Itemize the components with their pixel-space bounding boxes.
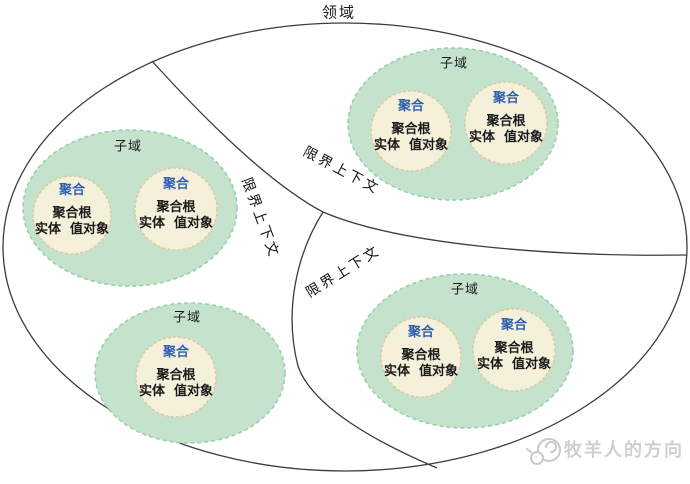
aggregate-members: 实体 值对象 (476, 357, 552, 372)
subdomain-label: 子域 (439, 56, 469, 72)
aggregate-circle (370, 90, 452, 172)
aggregate-title: 聚合 (397, 99, 424, 114)
aggregate-circle (32, 175, 112, 255)
aggregate-root: 聚合根 (401, 348, 441, 363)
aggregate-root: 聚合根 (52, 206, 92, 221)
watermark-text: 牧羊人的方向 (564, 440, 684, 461)
aggregate-root: 聚合根 (486, 114, 526, 129)
aggregate-circle (134, 167, 218, 251)
aggregate-members: 实体 值对象 (138, 216, 214, 231)
aggregate: 聚合 聚合根 实体 值对象 (139, 345, 213, 400)
aggregate-title: 聚合 (58, 183, 85, 198)
aggregate-circle (464, 81, 548, 165)
aggregate: 聚合 聚合根 实体 值对象 (477, 318, 551, 373)
subdomain-label: 子域 (450, 282, 480, 298)
aggregate-members: 实体 值对象 (383, 364, 459, 379)
aggregate-members: 实体 值对象 (138, 384, 214, 399)
aggregate-root: 聚合根 (156, 200, 196, 215)
aggregate: 聚合 聚合根 实体 值对象 (35, 183, 109, 238)
aggregate-title: 聚合 (500, 318, 527, 333)
aggregate-members: 实体 值对象 (34, 222, 110, 237)
sheep-icon (526, 438, 561, 465)
aggregate-title: 聚合 (162, 177, 189, 192)
bounded-context-divider-top (151, 60, 687, 256)
aggregate: 聚合 聚合根 实体 值对象 (384, 325, 458, 380)
domain-ellipse (2, 22, 688, 472)
aggregate-root: 聚合根 (156, 368, 196, 383)
subdomain-label: 子域 (172, 310, 202, 326)
aggregate-circle (472, 308, 556, 392)
aggregate-root: 聚合根 (391, 122, 431, 137)
aggregate-circle (135, 336, 217, 418)
aggregate: 聚合 聚合根 实体 值对象 (139, 177, 213, 232)
aggregate-root: 聚合根 (494, 341, 534, 356)
aggregate-title: 聚合 (407, 325, 434, 340)
aggregate-members: 实体 值对象 (373, 138, 449, 153)
watermark: 牧羊人的方向 (524, 436, 684, 462)
aggregate-circle (380, 316, 462, 398)
aggregate-members: 实体 值对象 (468, 130, 544, 145)
bounded-context-divider-bottom (291, 211, 438, 469)
subdomain-label: 子域 (113, 139, 143, 155)
aggregate: 聚合 聚合根 实体 值对象 (374, 99, 448, 154)
aggregate-title: 聚合 (492, 91, 519, 106)
domain-label: 领域 (321, 3, 357, 22)
aggregate-title: 聚合 (162, 345, 189, 360)
aggregate: 聚合 聚合根 实体 值对象 (469, 91, 543, 146)
